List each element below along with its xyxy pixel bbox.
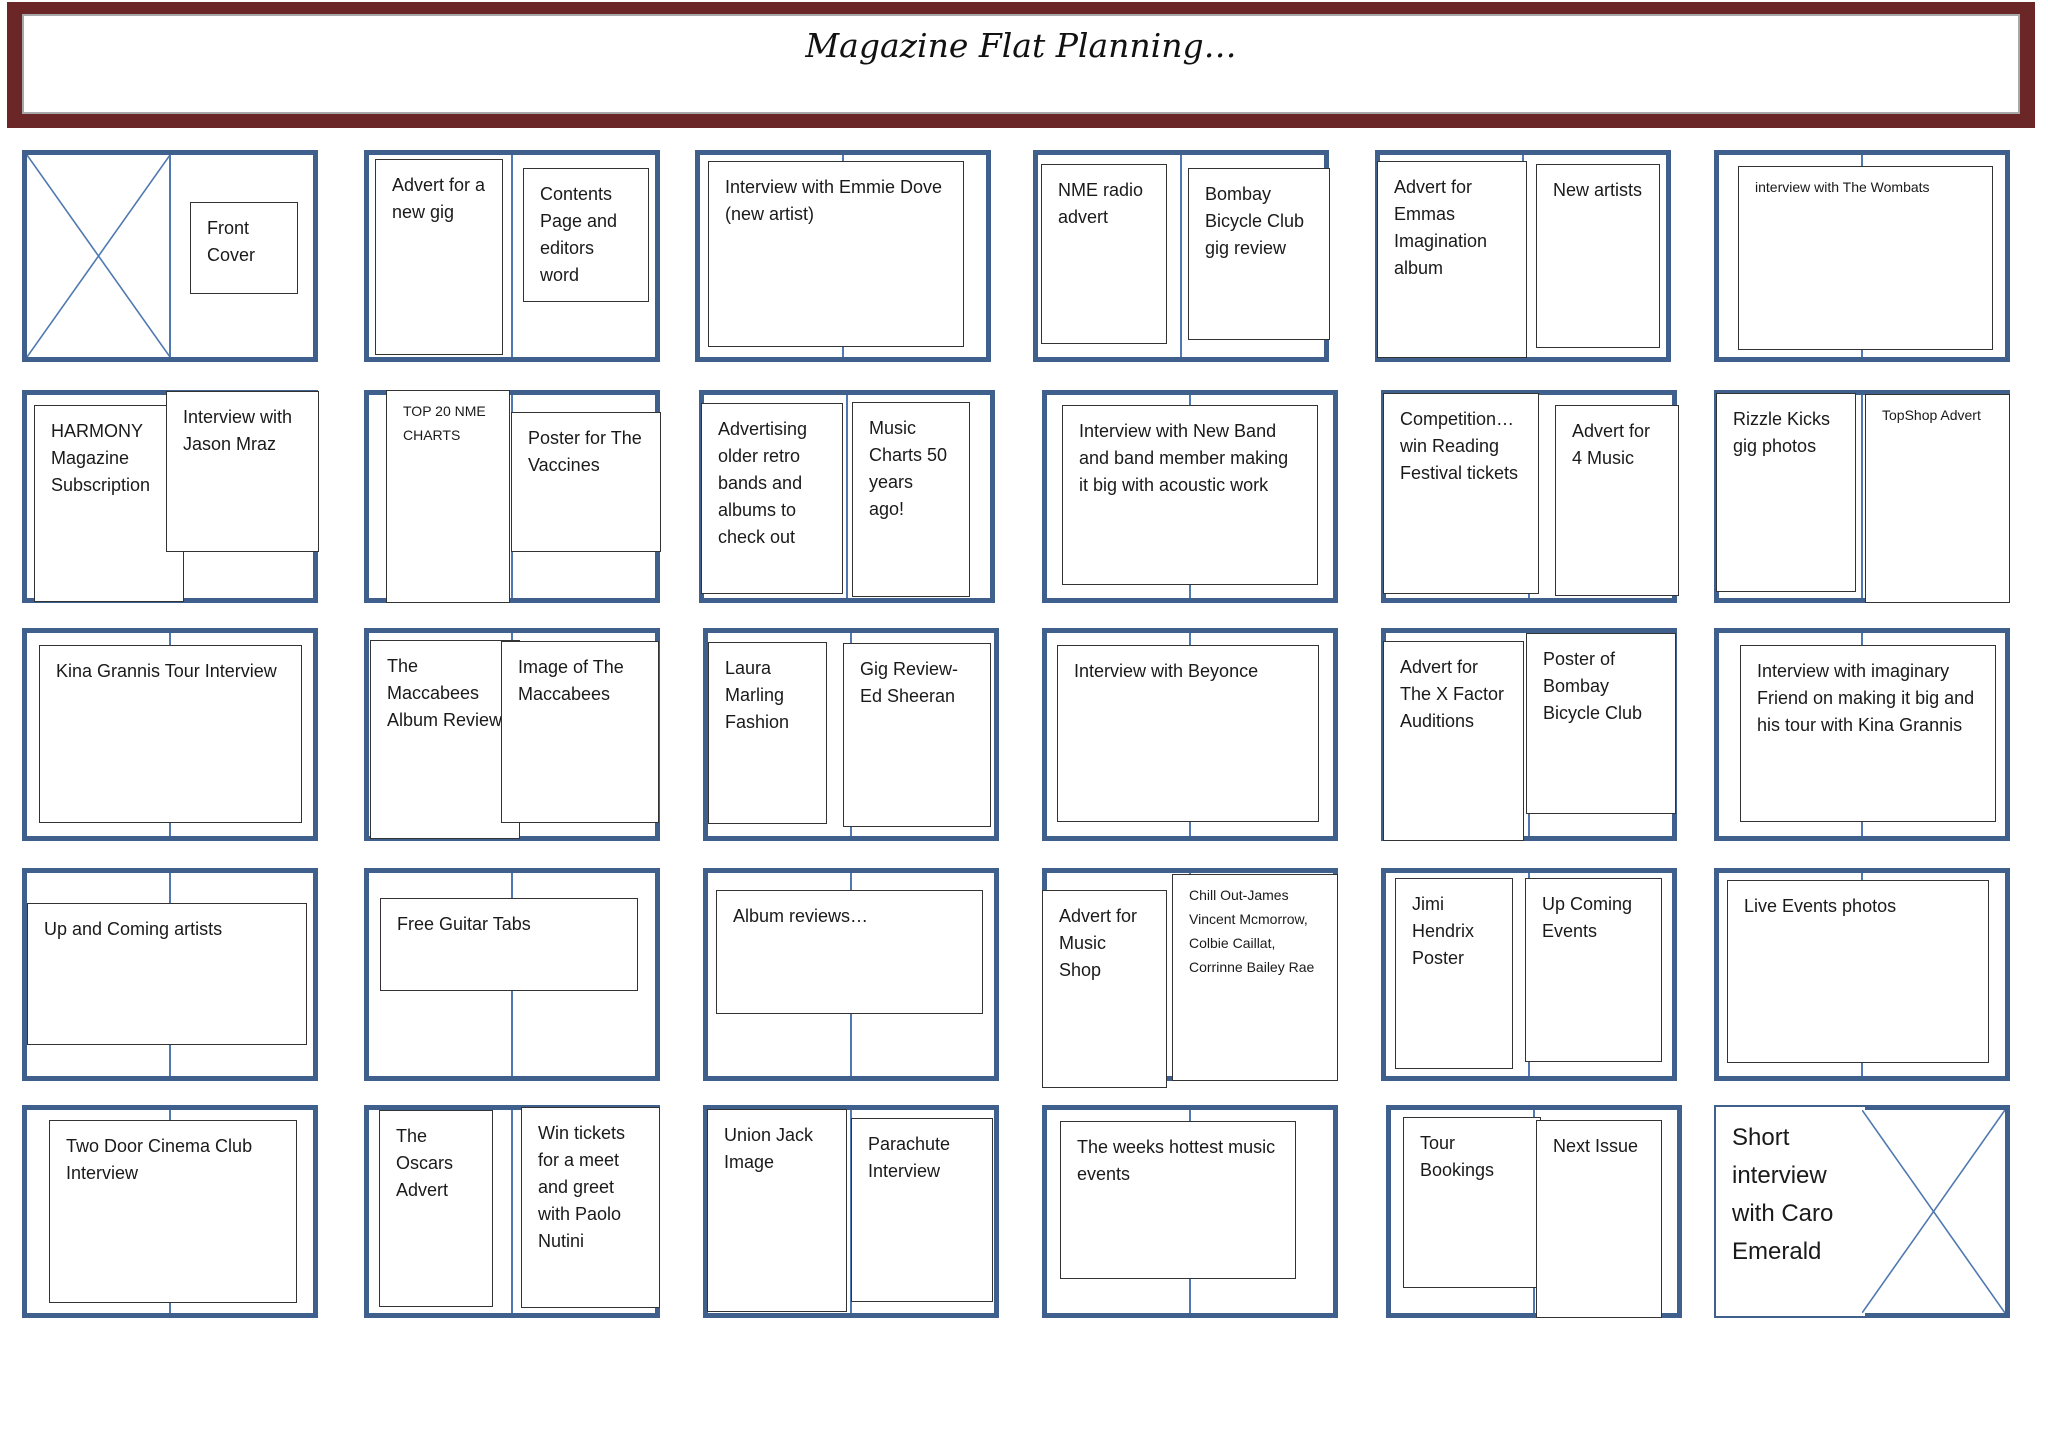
page-content-box-right: Win tickets for a meet and greet with Pa… <box>521 1107 660 1308</box>
spread-21: Album reviews… <box>703 868 999 1081</box>
page-content-box-right: Interview with Jason Mraz <box>166 391 319 552</box>
page-content-box-left: Tour Bookings <box>1403 1117 1541 1288</box>
page-content-box-right: Poster of Bombay Bicycle Club <box>1526 633 1676 814</box>
spread-16: Interview with Beyonce <box>1042 628 1338 841</box>
page-content-box-full: interview with The Wombats <box>1738 166 1993 350</box>
spine-fold-line <box>511 155 513 357</box>
page-content-box-left: The Oscars Advert <box>379 1110 493 1307</box>
page-content-box-right: TopShop Advert <box>1865 394 2010 603</box>
page-content-box-left: Advert for a new gig <box>375 159 503 355</box>
page-content-box-left: Competition… win Reading Festival ticket… <box>1383 393 1539 594</box>
title-frame: Magazine Flat Planning… <box>22 14 2020 114</box>
page-content-box-right: New artists <box>1536 164 1660 348</box>
placeholder-cross-line <box>1862 1110 2005 1313</box>
spread-30: Short interview with Caro Emerald <box>1714 1105 2010 1318</box>
placeholder-cross-icon <box>1862 1110 2005 1313</box>
spine-fold-line <box>1861 395 1863 598</box>
page-content-box-full: Interview with Emmie Dove (new artist) <box>708 161 964 347</box>
page-content-box-right: Bombay Bicycle Club gig review <box>1188 168 1330 340</box>
page-content-box-right: Chill Out-James Vincent Mcmorrow, Colbie… <box>1172 874 1338 1081</box>
page-content-box-full: Kina Grannis Tour Interview <box>39 645 302 823</box>
spine-fold-line <box>169 155 171 357</box>
spine-fold-line <box>511 1110 513 1313</box>
spread-13: Kina Grannis Tour Interview <box>22 628 318 841</box>
page-content-box-left: Advert for Music Shop <box>1042 890 1167 1088</box>
page-title: Magazine Flat Planning… <box>805 26 1237 65</box>
page-content-box-left: Jimi Hendrix Poster <box>1395 878 1513 1069</box>
page-content-box-full: Live Events photos <box>1727 880 1989 1063</box>
spine-fold-line <box>1180 155 1182 357</box>
placeholder-cross-line <box>27 155 170 357</box>
spread-24: Live Events photos <box>1714 868 2010 1081</box>
title-banner: Magazine Flat Planning… <box>7 2 2035 128</box>
spread-25: Two Door Cinema Club Interview <box>22 1105 318 1318</box>
page-content-box-right: Image of The Maccabees <box>501 641 659 823</box>
page-content-box-full: Album reviews… <box>716 890 983 1014</box>
page-content-box-full: Interview with New Band and band member … <box>1062 405 1318 585</box>
page-content-box-right: Advert for 4 Music <box>1555 405 1679 596</box>
spread-1: Front Cover <box>22 150 318 362</box>
page-content-box-left: NME radio advert <box>1041 164 1167 344</box>
page-content-box-right: Next Issue <box>1536 1120 1662 1318</box>
spread-10: Interview with New Band and band member … <box>1042 390 1338 603</box>
page-content-box-right: Gig Review- Ed Sheeran <box>843 643 991 827</box>
page-content-box-left: Advert for The X Factor Auditions <box>1383 641 1524 841</box>
page-content-box-left: Advert for Emmas Imagination album <box>1377 161 1527 358</box>
page-content-box-left: Laura Marling Fashion <box>708 642 827 824</box>
page-content-box-full: Free Guitar Tabs <box>380 898 638 991</box>
page-content-box-full: Up and Coming artists <box>27 903 307 1045</box>
page-content-box-left: Union Jack Image <box>707 1109 847 1312</box>
page-content-box-left: HARMONY Magazine Subscription <box>34 405 184 602</box>
spread-19: Up and Coming artists <box>22 868 318 1081</box>
page-content-box-full: Interview with Beyonce <box>1057 645 1319 822</box>
page-content-box-right: Up Coming Events <box>1525 878 1662 1062</box>
spread-3: Interview with Emmie Dove (new artist) <box>695 150 991 362</box>
spine-fold-line <box>846 395 848 598</box>
page-content-box-full: Interview with imaginary Friend on makin… <box>1740 645 1996 822</box>
page-content-box-right: Front Cover <box>190 202 298 294</box>
page-content-box-left: The Maccabees Album Review <box>370 640 520 839</box>
spread-6: interview with The Wombats <box>1714 150 2010 362</box>
page-content-box-right: Parachute Interview <box>851 1118 993 1302</box>
spread-28: The weeks hottest music events <box>1042 1105 1338 1318</box>
page-content-box-full: The weeks hottest music events <box>1060 1121 1296 1279</box>
page-content-box-left: Advertising older retro bands and albums… <box>701 403 843 594</box>
spread-9: Advertising older retro bands and albums… <box>699 390 995 603</box>
page-content-box-left: Rizzle Kicks gig photos <box>1716 393 1856 592</box>
spread-11: Competition… win Reading Festival ticket… <box>1381 390 1679 603</box>
page-content-box-full: Two Door Cinema Club Interview <box>49 1120 297 1303</box>
placeholder-cross-icon <box>27 155 170 357</box>
spread-20: Free Guitar Tabs <box>364 868 660 1081</box>
page-content-box-left: Short interview with Caro Emerald <box>1716 1107 1865 1316</box>
page-content-box-right: Poster for The Vaccines <box>511 412 661 552</box>
spread-18: Interview with imaginary Friend on makin… <box>1714 628 2010 841</box>
page-content-box-left: TOP 20 NME CHARTS <box>386 390 510 603</box>
page-content-box-right: Music Charts 50 years ago! <box>852 402 970 597</box>
page-content-box-right: Contents Page and editors word <box>523 168 649 302</box>
